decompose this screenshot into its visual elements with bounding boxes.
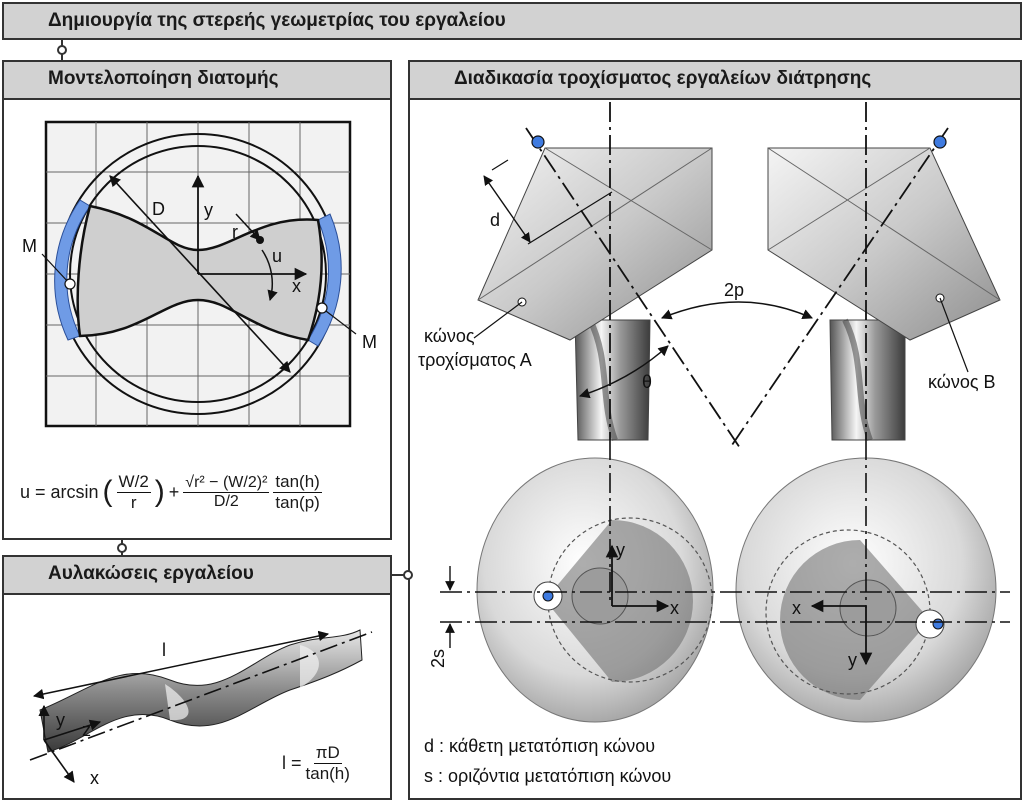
flutes-title: Αυλακώσεις εργαλείου	[48, 563, 254, 584]
grinding-top-view: d 2p θ κώνος τροχίσματος Α κώνος Β	[418, 102, 1001, 449]
label-M-left: M	[22, 236, 37, 256]
formula-u-frac2-num: √r² − (W/2)²	[183, 473, 270, 493]
label-cone-b: κώνος Β	[928, 372, 996, 392]
formula-u-frac1-den: r	[130, 492, 137, 512]
label-z-flute: z	[82, 720, 91, 740]
label-M-right: M	[362, 332, 377, 352]
formula-u-lhs: u = arcsin	[20, 481, 99, 502]
margin-right-highlight	[307, 213, 342, 347]
label-x-front-a: x	[670, 598, 679, 618]
label-u: u	[272, 246, 282, 266]
formula-l-den: tan(h)	[305, 763, 350, 783]
grinding-header: Διαδικασία τροχίσματος εργαλείων διάτρησ…	[408, 60, 1022, 100]
label-y-front-b: y	[848, 650, 857, 670]
label-cone-a-line1: κώνος	[424, 326, 475, 346]
label-D: D	[152, 199, 165, 219]
main-title-bar: Δημιουργία της στερεής γεωμετρίας του ερ…	[2, 2, 1022, 40]
formula-u: u = arcsin ( W/2 r ) + √r² − (W/2)² D/2 …	[20, 471, 322, 512]
label-x-section: x	[292, 276, 301, 296]
label-cone-a-line2: τροχίσματος Α	[418, 350, 532, 370]
label-r: r	[232, 222, 238, 242]
label-l: l	[162, 640, 166, 660]
label-2s: 2s	[428, 649, 448, 668]
flutes-header: Αυλακώσεις εργαλείου	[2, 555, 392, 595]
cross-section-diagram: M M D y x r u	[22, 120, 377, 428]
label-x-front-b: x	[792, 598, 801, 618]
section-modeling-header: Μοντελοποίηση διατομής	[2, 60, 392, 100]
connector-lines	[57, 40, 413, 580]
formula-l-num: πD	[313, 742, 342, 764]
cone-a-shape	[477, 147, 713, 341]
legend-d: d : κάθετη μετατόπιση κώνου	[424, 736, 655, 756]
formula-l: l = πD tan(h)	[282, 738, 382, 788]
section-modeling-title: Μοντελοποίηση διατομής	[48, 68, 279, 89]
grinding-title: Διαδικασία τροχίσματος εργαλείων διάτρησ…	[454, 68, 872, 89]
label-y-section: y	[204, 200, 213, 220]
label-y-front-a: y	[616, 540, 625, 560]
formula-l-lhs: l =	[282, 752, 302, 773]
flute-diagram: l y z x	[29, 629, 373, 788]
legend-s: s : οριζόντια μετατόπιση κώνου	[424, 766, 671, 786]
formula-u-frac2-den: D/2	[213, 492, 239, 510]
formula-u-plus: +	[168, 481, 180, 502]
label-d: d	[490, 210, 500, 230]
label-x-flute: x	[90, 768, 99, 788]
formula-u-frac3-num: tan(h)	[273, 471, 322, 493]
label-y-flute: y	[56, 710, 65, 730]
formula-u-frac3-den: tan(p)	[275, 492, 320, 512]
label-2p: 2p	[724, 280, 744, 300]
main-title: Δημιουργία της στερεής γεωμετρίας του ερ…	[48, 10, 506, 31]
formula-u-frac1-num: W/2	[116, 471, 151, 493]
margin-left-highlight	[54, 199, 91, 341]
grinding-front-view: 2s y x x y d : κάθετη μετατόπιση κώνου s…	[424, 440, 1010, 786]
label-theta: θ	[642, 372, 652, 392]
cone-b-shape	[767, 147, 1001, 341]
